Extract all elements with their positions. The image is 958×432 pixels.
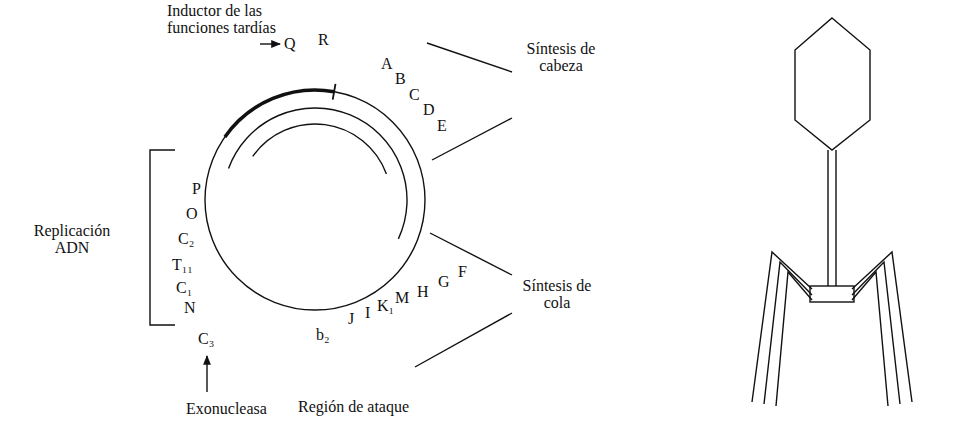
gene-label: J — [348, 310, 354, 327]
gene-label: F — [458, 263, 467, 280]
gene-label: H — [417, 283, 429, 300]
gene-label: P — [192, 180, 201, 197]
inner-arc — [253, 124, 387, 174]
gene-label: O — [186, 205, 198, 222]
gene-label: E — [437, 117, 447, 134]
gene-label: Región de ataque — [298, 398, 409, 415]
phage-head — [795, 18, 870, 150]
tail-fiber — [764, 262, 812, 404]
inner-arc — [229, 108, 407, 239]
tail-leader-line — [430, 233, 512, 275]
gene-label: B — [395, 70, 406, 87]
gene-label: Exonucleasa — [186, 400, 267, 417]
gene-label: N — [184, 299, 196, 316]
phage-illustration — [752, 18, 912, 406]
function-label: Síntesis de cabeza — [522, 40, 600, 74]
arc-end-tick — [333, 84, 336, 100]
gene-label: G — [438, 273, 450, 290]
gene-label: M — [395, 289, 409, 306]
late-transcript-arc — [225, 90, 334, 137]
phage-base-plate — [810, 286, 854, 302]
genome-circle — [205, 90, 425, 310]
gene-label: D — [423, 101, 435, 118]
phage-tail — [835, 150, 836, 286]
function-label: Síntesis de cola — [518, 277, 596, 311]
gene-label: C₂ — [178, 230, 194, 247]
head-leader-line — [427, 43, 512, 72]
function-label: Inductor de las funciones tardías — [167, 2, 292, 36]
gene-label: K₁ — [377, 297, 394, 314]
gene-label: C₃ — [198, 330, 214, 347]
tail-fiber — [776, 272, 812, 406]
gene-label: R — [318, 31, 329, 48]
function-label: Replicación ADN — [22, 222, 122, 256]
gene-label: C — [409, 86, 420, 103]
gene-label: C₁ — [176, 279, 192, 296]
phage-tail — [827, 150, 828, 286]
gene-label: I — [365, 304, 370, 321]
tail-fiber — [752, 252, 812, 402]
gene-label: b₂ — [316, 326, 330, 343]
tail-fiber — [852, 272, 888, 406]
gene-label: T₁₁ — [172, 256, 193, 273]
tail-leader-line — [415, 313, 512, 367]
tail-fiber — [852, 252, 912, 402]
head-leader-line — [432, 118, 512, 160]
exonuclease-arrow — [206, 356, 207, 392]
tail-fiber — [852, 262, 900, 404]
replication-bracket — [150, 150, 175, 325]
inductor-arrow — [260, 43, 280, 44]
gene-label: A — [381, 55, 393, 72]
gene-label: Q — [284, 35, 296, 52]
